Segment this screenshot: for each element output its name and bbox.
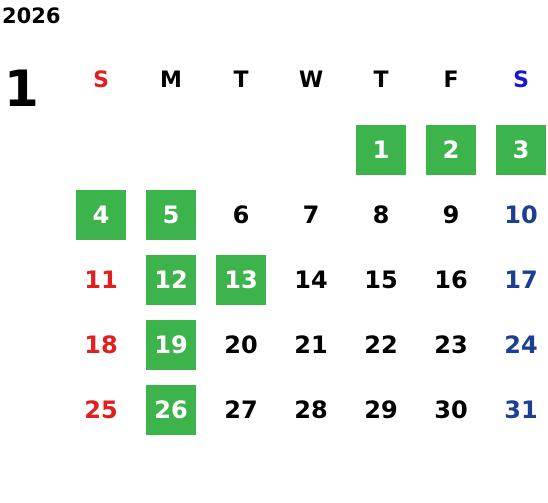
day-cell-25[interactable]: 25 [84, 396, 118, 424]
day-cell-5[interactable]: 5 [146, 190, 196, 240]
day-cell-9[interactable]: 9 [442, 201, 460, 229]
day-cell-16[interactable]: 16 [434, 266, 468, 294]
weekday-header-wed: W [298, 67, 324, 93]
day-cell-4[interactable]: 4 [76, 190, 126, 240]
day-cell-29[interactable]: 29 [364, 396, 398, 424]
day-cell-21[interactable]: 21 [294, 331, 328, 359]
day-cell-23[interactable]: 23 [434, 331, 468, 359]
day-cell-20[interactable]: 20 [224, 331, 258, 359]
day-cell-24[interactable]: 24 [504, 331, 538, 359]
day-cell-7[interactable]: 7 [302, 201, 320, 229]
weekday-header-mon: M [160, 67, 182, 93]
day-cell-30[interactable]: 30 [434, 396, 468, 424]
day-cell-28[interactable]: 28 [294, 396, 328, 424]
day-cell-18[interactable]: 18 [84, 331, 118, 359]
day-cell-13[interactable]: 13 [216, 255, 266, 305]
day-cell-12[interactable]: 12 [146, 255, 196, 305]
day-cell-1[interactable]: 1 [356, 125, 406, 175]
weekday-header-fri: F [443, 67, 459, 93]
year-label: 2026 [2, 4, 61, 28]
day-cell-8[interactable]: 8 [372, 201, 390, 229]
day-cell-11[interactable]: 11 [84, 266, 118, 294]
day-cell-19[interactable]: 19 [146, 320, 196, 370]
day-cell-3[interactable]: 3 [496, 125, 546, 175]
day-cell-10[interactable]: 10 [504, 201, 538, 229]
weekday-header-sun: S [93, 67, 109, 93]
month-number: 1 [4, 60, 39, 118]
weekday-header-thu: T [373, 67, 389, 93]
day-cell-22[interactable]: 22 [364, 331, 398, 359]
day-cell-6[interactable]: 6 [232, 201, 250, 229]
weekday-header-sat: S [513, 67, 529, 93]
day-cell-26[interactable]: 26 [146, 385, 196, 435]
day-cell-15[interactable]: 15 [364, 266, 398, 294]
day-cell-14[interactable]: 14 [294, 266, 328, 294]
weekday-header-tue: T [233, 67, 249, 93]
day-cell-31[interactable]: 31 [504, 396, 538, 424]
day-cell-2[interactable]: 2 [426, 125, 476, 175]
day-cell-27[interactable]: 27 [224, 396, 258, 424]
day-cell-17[interactable]: 17 [504, 266, 538, 294]
